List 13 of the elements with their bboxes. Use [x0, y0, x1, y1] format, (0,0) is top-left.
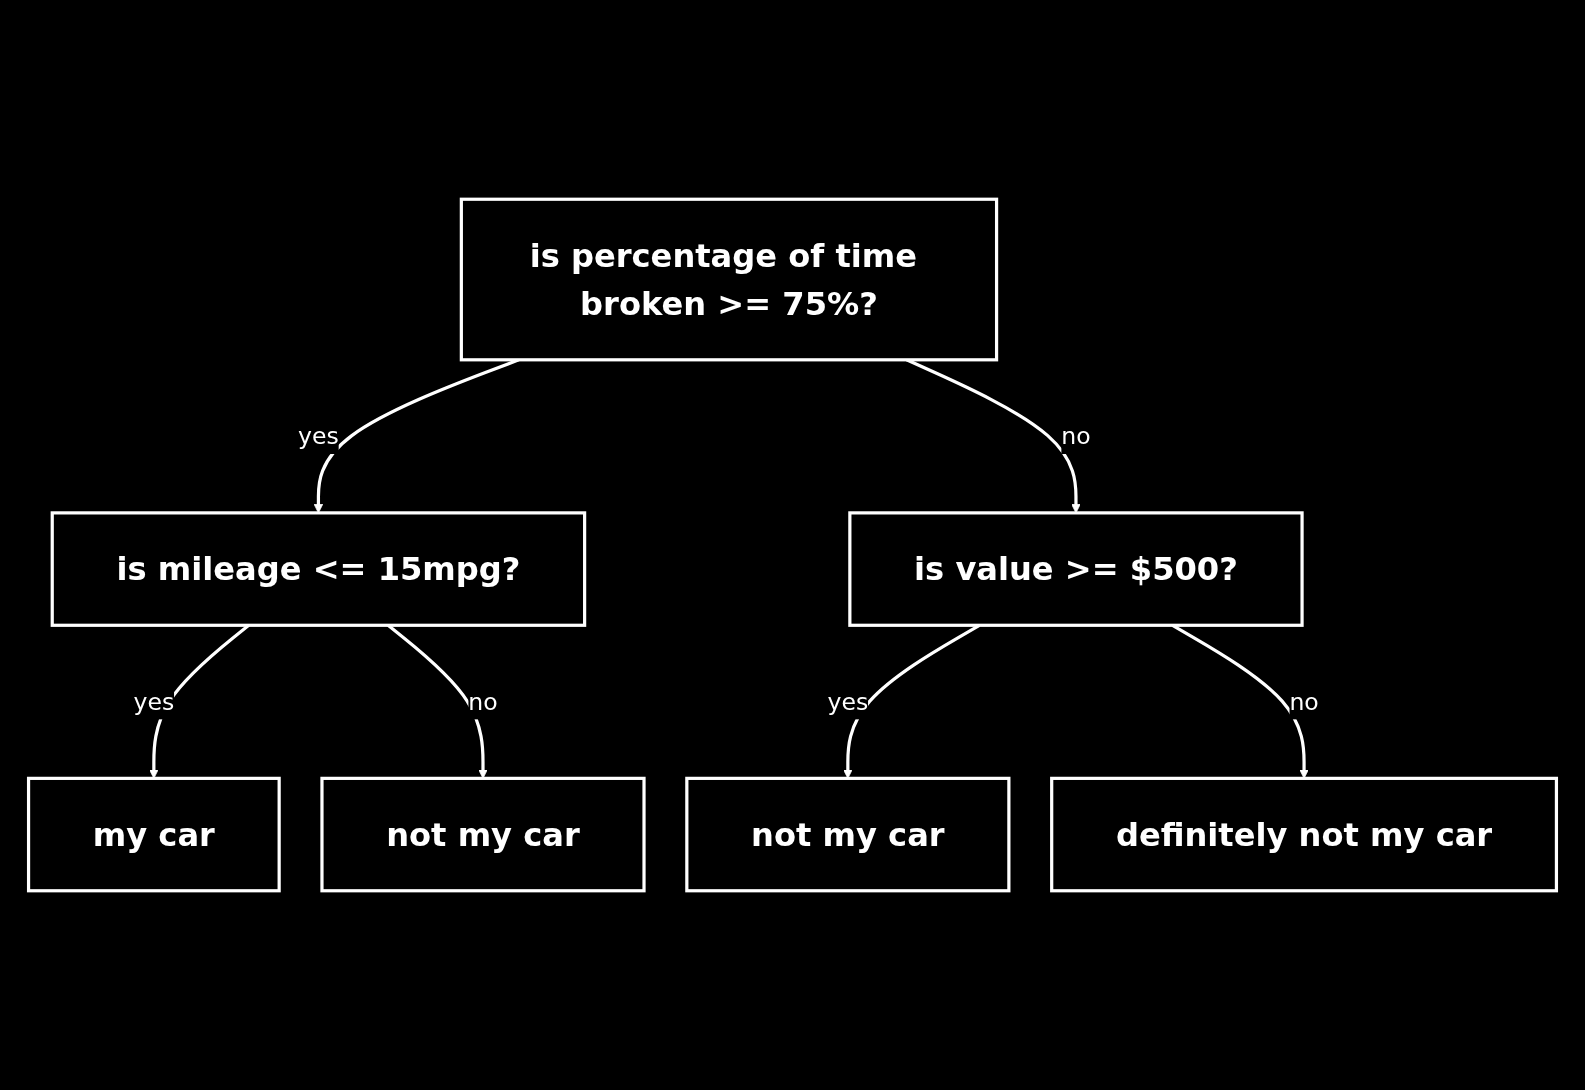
node-box: my car	[26, 776, 281, 893]
edge-label: yes	[298, 422, 339, 450]
edge-label: no	[1289, 688, 1319, 716]
edge-label: no	[468, 688, 498, 716]
edge-label: no	[1061, 422, 1091, 450]
node-box: is value >= $500?	[848, 511, 1304, 627]
node-box: not my car	[685, 776, 1011, 893]
node-box: definitely not my car	[1050, 776, 1559, 893]
node-box: not my car	[320, 776, 646, 893]
edge-label: yes	[133, 688, 175, 716]
node-box: is percentage of time broken >= 75%?	[459, 197, 999, 362]
node-box: is mileage <= 15mpg?	[50, 511, 587, 627]
edge-label: yes	[827, 688, 869, 716]
